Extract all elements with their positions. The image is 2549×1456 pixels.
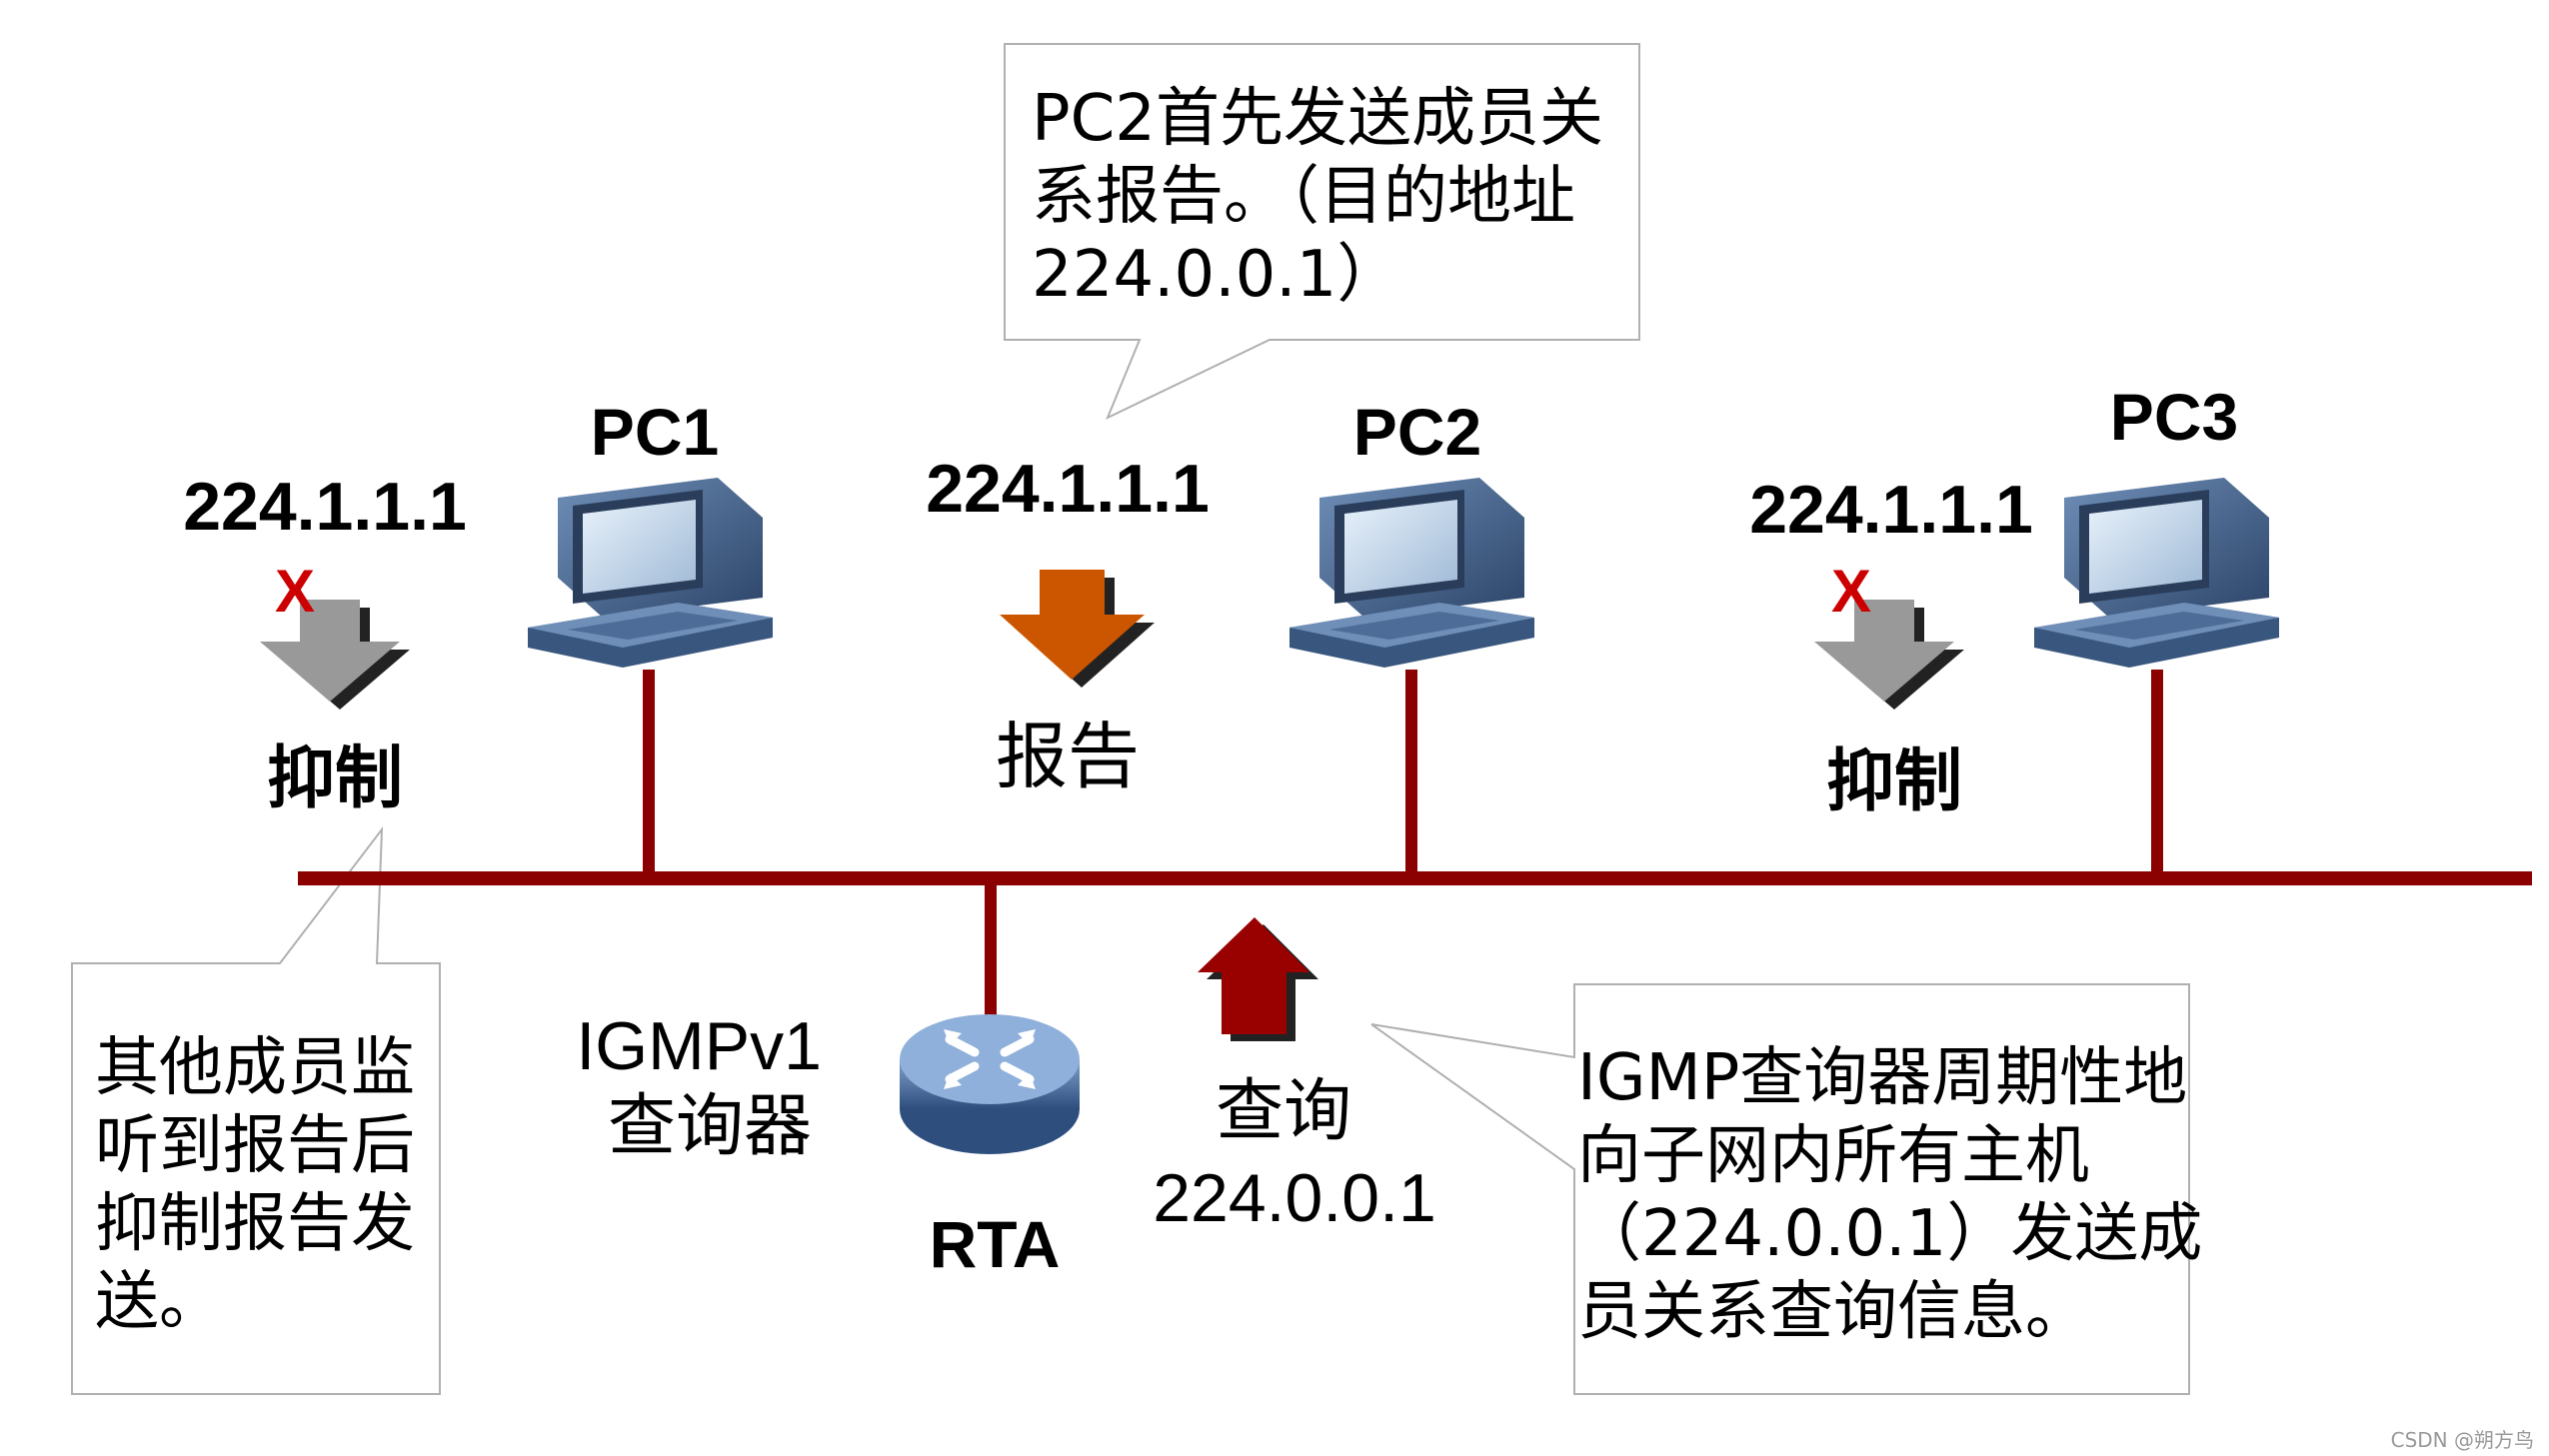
host-pc1: PC1 224.1.1.1 X 抑制	[183, 395, 773, 818]
callout-suppress-line: 其他成员监	[95, 1031, 415, 1105]
callout-suppress: 其他成员监 听到报告后 抑制报告发 送。	[71, 825, 441, 1395]
group-address: 224.1.1.1	[926, 451, 1210, 527]
suppressed-arrow-icon	[1814, 600, 1964, 710]
watermark-text: CSDN @朔方鸟	[2391, 1428, 2534, 1452]
host-pc3: PC3 224.1.1.1 X 抑制	[1749, 380, 2279, 821]
computer-icon	[1289, 478, 1534, 668]
router-rta: RTA IGMPv1 查询器	[576, 1007, 1080, 1281]
host-pc2: PC2 224.1.1.1 报告	[926, 395, 1534, 798]
callout-suppress-text: 其他成员监 听到报告后 抑制报告发 送。	[95, 1031, 435, 1339]
suppress-x-mark: X	[275, 558, 315, 625]
host-action-label: 报告	[996, 715, 1140, 798]
callout-querier-line: IGMP查询器周期性地	[1577, 1041, 2187, 1115]
callout-suppress-line: 听到报告后	[95, 1109, 415, 1183]
callout-querier-line: （224.0.0.1）发送成	[1577, 1197, 2202, 1271]
callout-suppress-line: 抑制报告发	[95, 1187, 415, 1261]
router-icon	[900, 1014, 1080, 1154]
callout-pc2-report-border	[1004, 43, 1640, 421]
query-arrow-icon	[1198, 917, 1318, 1041]
pc2-drop-line	[1405, 670, 1417, 875]
query-label: 查询 224.0.0.1	[1153, 1072, 1436, 1236]
query-label-line: 224.0.0.1	[1153, 1160, 1436, 1236]
callout-pc2-report: PC2首先发送成员关 系报告。（目的地址 224.0.0.1）	[1004, 43, 1640, 421]
ethernet-bus	[298, 871, 2532, 885]
computer-icon	[2034, 478, 2279, 668]
router-role-line: IGMPv1	[576, 1008, 822, 1084]
suppressed-arrow-icon	[260, 600, 410, 710]
host-action-label: 抑制	[1826, 742, 1962, 821]
callout-querier-line: 员关系查询信息。	[1577, 1275, 2089, 1349]
callout-querier-border	[1370, 983, 2190, 1395]
callout-suppress-line: 送。	[95, 1265, 223, 1339]
router-label: RTA	[930, 1207, 1061, 1281]
host-label: PC1	[591, 395, 719, 469]
host-label: PC3	[2110, 380, 2238, 454]
callout-pc2-report-line: PC2首先发送成员关	[1032, 82, 1603, 156]
pc3-drop-line	[2151, 670, 2163, 875]
pc1-drop-line	[643, 670, 655, 875]
callout-querier: IGMP查询器周期性地 向子网内所有主机 （224.0.0.1）发送成 员关系查…	[1370, 983, 2223, 1395]
query-indicator: 查询 224.0.0.1	[1153, 917, 1436, 1236]
callout-pc2-report-line: 系报告。（目的地址	[1032, 160, 1575, 234]
computer-icon	[528, 478, 773, 668]
host-label: PC2	[1353, 395, 1481, 469]
network-segment	[298, 670, 2532, 1031]
callout-pc2-report-line: 224.0.0.1）	[1032, 238, 1400, 312]
query-label-line: 查询	[1216, 1072, 1351, 1151]
router-role-label: IGMPv1 查询器	[576, 1007, 843, 1166]
callout-querier-line: 向子网内所有主机	[1577, 1119, 2089, 1193]
report-arrow-icon	[1000, 570, 1155, 688]
suppress-x-mark: X	[1831, 558, 1871, 625]
host-action-label: 抑制	[267, 739, 403, 818]
router-role-line: 查询器	[608, 1087, 812, 1166]
router-drop-line	[985, 881, 997, 1031]
group-address: 224.1.1.1	[1749, 472, 2033, 548]
group-address: 224.1.1.1	[183, 469, 467, 545]
callout-querier-text: IGMP查询器周期性地 向子网内所有主机 （224.0.0.1）发送成 员关系查…	[1577, 1041, 2223, 1349]
callout-pc2-report-text: PC2首先发送成员关 系报告。（目的地址 224.0.0.1）	[1032, 82, 1623, 312]
callout-suppress-border	[71, 825, 441, 1395]
